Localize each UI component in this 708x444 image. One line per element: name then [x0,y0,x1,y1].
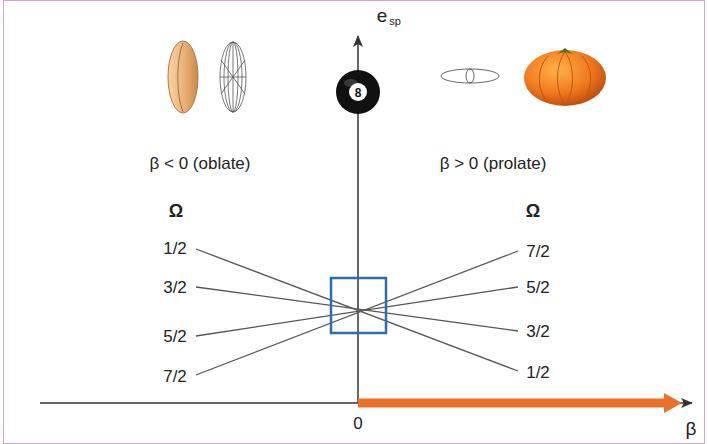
eight-ball [336,70,380,114]
level-line [196,251,518,375]
ball-spot [349,83,367,101]
level-lines [196,249,518,375]
crossing-box [331,278,386,333]
seed-picture [178,43,183,112]
oblate-wireframe [220,42,246,112]
level-label: 5/2 [163,328,187,345]
tomato-stem [557,48,573,54]
beta-axis [40,402,692,404]
omega-heading: Ω [169,202,183,220]
axis-label: e [377,6,388,25]
prolate-wireframe [441,69,499,83]
level-label: 7/2 [163,368,187,385]
ball-number: 8 [355,87,362,99]
orange-arrow [358,399,668,408]
level-label: 3/2 [526,323,550,340]
level-line [196,287,518,331]
axis-subscript: sp [389,16,401,27]
tomato-picture [524,50,606,106]
level-label: 7/2 [526,243,550,260]
orange-arrow-head [664,393,682,413]
axis-origin: 0 [353,415,362,432]
level-label: 1/2 [526,364,550,381]
tomato-ribs [539,52,590,105]
level-line [196,287,518,336]
shape-label: β < 0 (oblate) [150,155,251,172]
frame-border [4,1,705,444]
axis-label: β [686,419,697,438]
shape-label: β > 0 (prolate) [440,155,547,172]
level-label: 3/2 [163,279,187,296]
level-label: 5/2 [526,279,550,296]
level-label: 1/2 [163,240,187,257]
level-line [196,249,518,371]
omega-heading: Ω [526,202,540,220]
seed-picture [168,41,198,113]
